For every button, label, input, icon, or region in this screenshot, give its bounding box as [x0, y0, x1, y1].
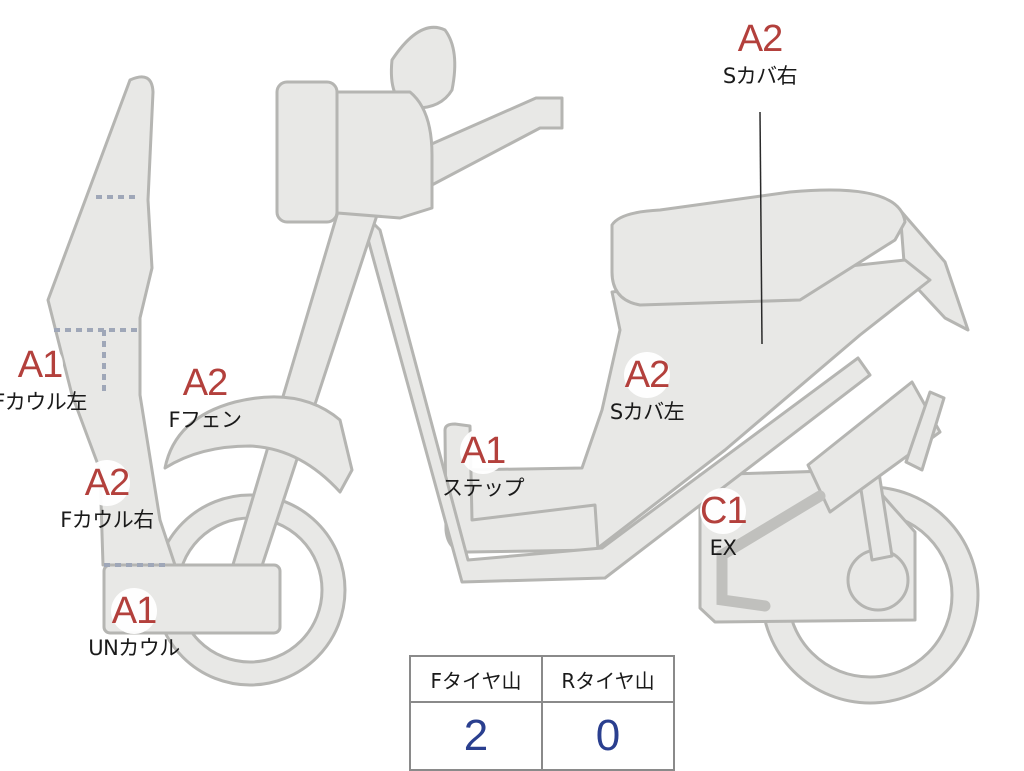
grade-badge: A2	[624, 352, 670, 398]
part-label: Sカバ右	[722, 64, 798, 88]
marker-f-fender: A2 Fフェン	[158, 360, 252, 432]
marker-f-cowl-right: A2 Fカウル右	[60, 460, 154, 532]
marker-f-cowl-left: A1 Fカウル左	[0, 342, 87, 414]
front-tire-header: Fタイヤ山	[409, 655, 543, 703]
headlight	[275, 80, 339, 224]
marker-s-cover-left: A2 Sカバ左	[600, 352, 694, 424]
tire-table-value-row: 2 0	[409, 701, 675, 771]
front-tire-value: 2	[409, 701, 543, 771]
seat	[610, 188, 907, 307]
tire-tread-table: Fタイヤ山 Rタイヤ山 2 0	[409, 655, 675, 771]
handlebar-cover	[323, 90, 434, 220]
part-label: Fカウル右	[60, 508, 154, 532]
part-label: EX	[709, 536, 737, 560]
grade-badge: A2	[737, 16, 783, 62]
step-floor	[443, 422, 600, 554]
grade-badge: A2	[182, 360, 228, 406]
marker-un-cowl: A1 UNカウル	[87, 588, 181, 660]
grade-badge: A1	[111, 588, 157, 634]
marker-exhaust: C1 EX	[676, 488, 770, 560]
marker-step: A1 ステップ	[436, 428, 530, 500]
part-label: Fカウル左	[0, 390, 87, 414]
part-label: UNカウル	[88, 636, 180, 660]
tire-table-header-row: Fタイヤ山 Rタイヤ山	[409, 655, 675, 703]
part-label: Sカバ左	[609, 400, 685, 424]
grade-badge: A1	[460, 428, 506, 474]
front-fender	[163, 395, 354, 494]
part-label: Fフェン	[168, 408, 242, 432]
grade-badge: A1	[17, 342, 63, 388]
kick-lever	[904, 390, 946, 472]
s-cover-right-leader	[759, 111, 763, 345]
frame	[358, 208, 872, 584]
grade-badge: A2	[84, 460, 130, 506]
handlebar-bar	[416, 96, 564, 188]
exhaust-pipe	[716, 490, 826, 612]
grade-badge: C1	[700, 488, 748, 534]
rear-tire-header: Rタイヤ山	[541, 655, 675, 703]
part-label: ステップ	[442, 476, 525, 500]
rear-tire-value: 0	[541, 701, 675, 771]
marker-s-cover-right: A2 Sカバ右	[713, 16, 807, 88]
